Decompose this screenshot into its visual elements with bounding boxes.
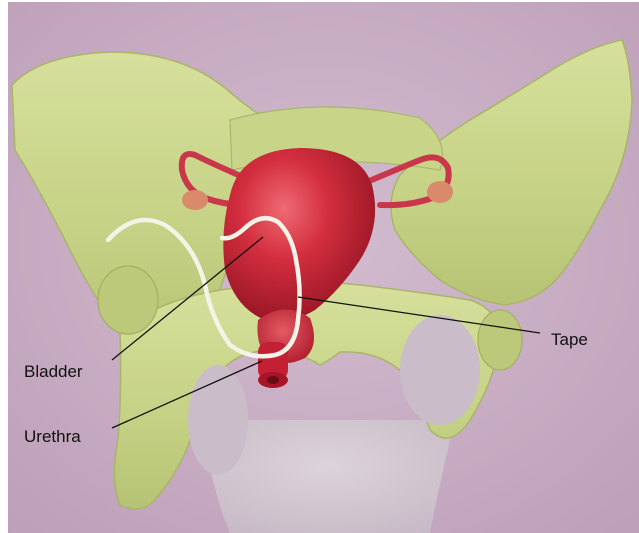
left-ovary	[182, 190, 208, 210]
right-acetabulum	[478, 310, 522, 370]
right-ovary	[427, 181, 453, 203]
urethra-label: Urethra	[24, 428, 81, 445]
urethra-lumen	[267, 376, 279, 384]
tape-label: Tape	[551, 331, 588, 348]
left-acetabulum	[98, 266, 158, 334]
right-obturator	[400, 315, 480, 425]
left-obturator	[188, 365, 248, 475]
bladder-label: Bladder	[24, 363, 83, 380]
